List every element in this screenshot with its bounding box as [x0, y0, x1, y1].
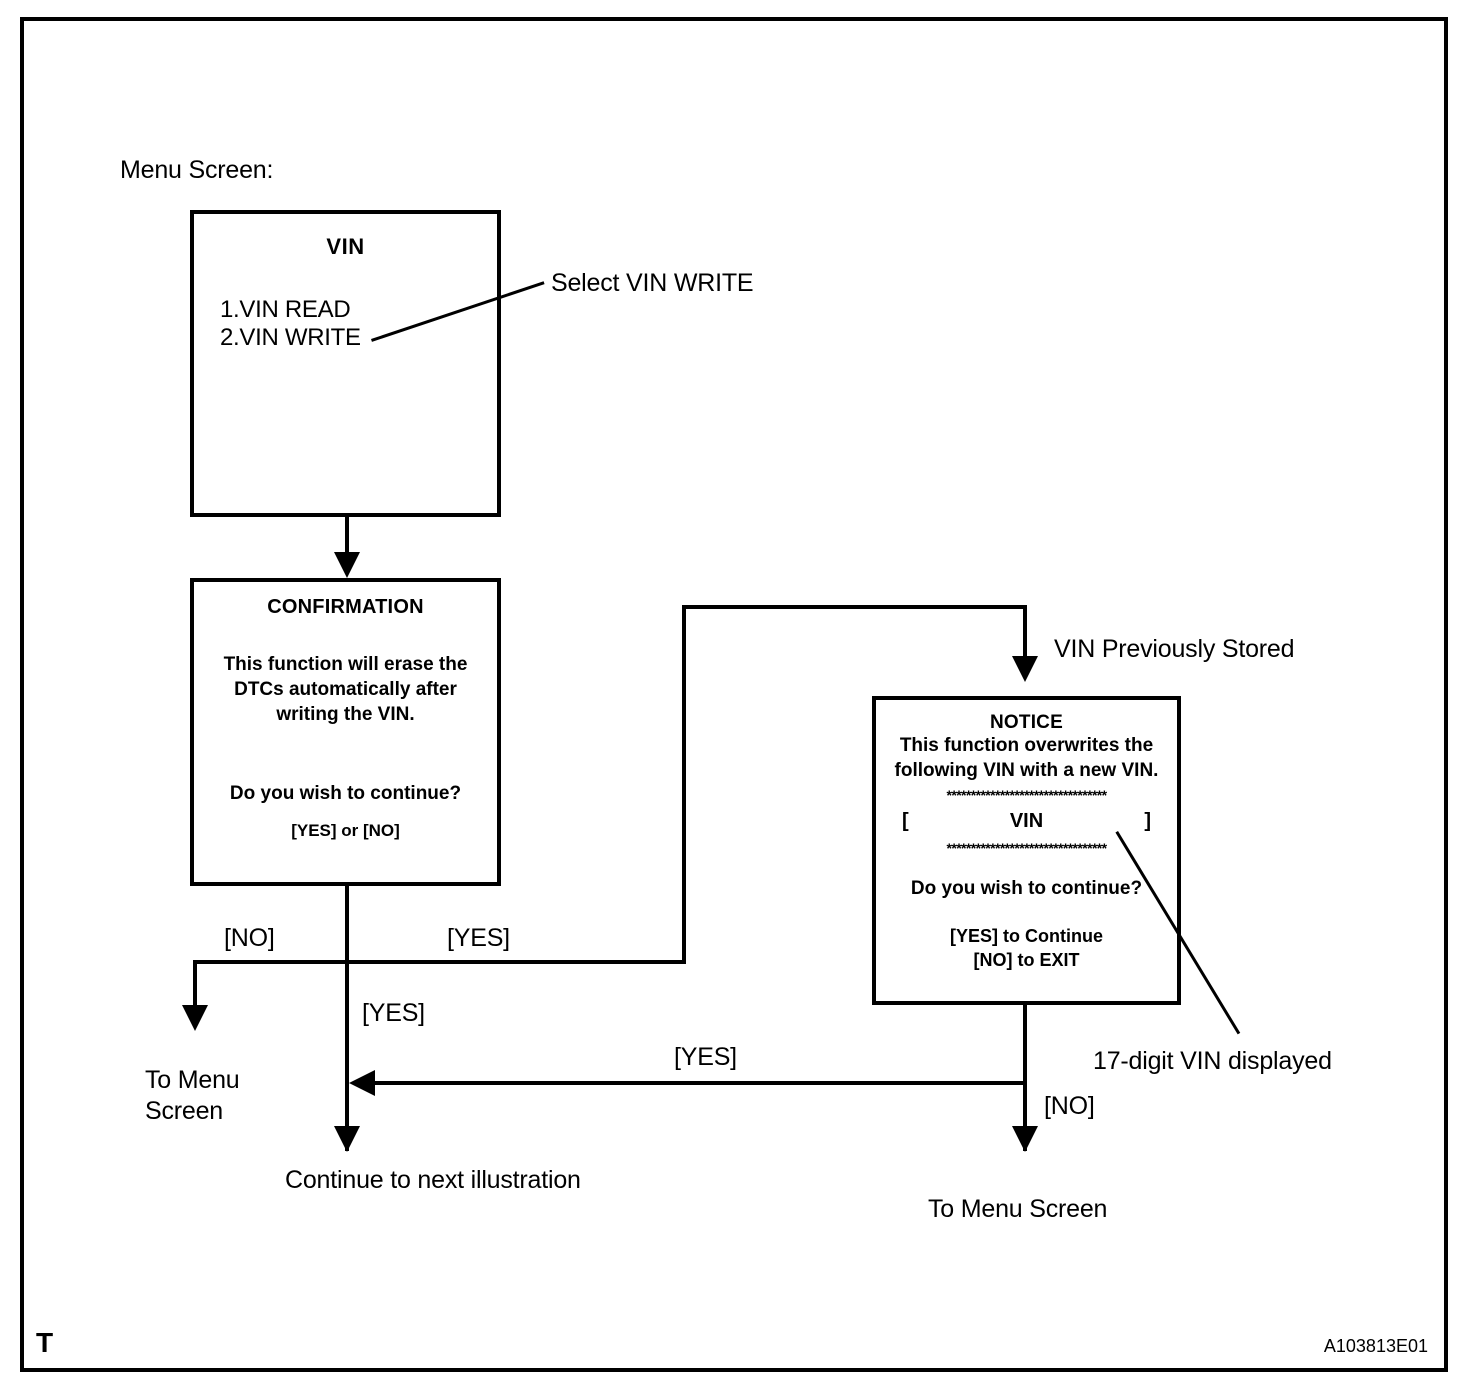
callout-17-digit-vin: 17-digit VIN displayed: [1093, 1047, 1332, 1075]
flow-label-notice-yes: [YES]: [674, 1043, 737, 1071]
confirmation-body-line-2: DTCs automatically after: [234, 679, 457, 701]
terminal-to-menu-screen-right: To Menu Screen: [928, 1195, 1108, 1223]
confirmation-body: This function will erase the DTCs automa…: [194, 652, 497, 727]
flow-label-confirm-no: [NO]: [224, 924, 275, 952]
notice-question: Do you wish to continue?: [910, 878, 1143, 900]
notice-body-line-1: This function overwrites the: [899, 735, 1154, 756]
notice-choice-no: [NO] to EXIT: [973, 950, 1080, 971]
connector-notice-spine: [1023, 1005, 1027, 1151]
terminal-continue-next-illustration: Continue to next illustration: [285, 1166, 581, 1194]
confirmation-choices: [YES] or [NO]: [291, 821, 400, 841]
callout-vin-previously-stored: VIN Previously Stored: [1054, 635, 1295, 663]
menu-item-vin-read[interactable]: 1.VIN READ: [220, 296, 497, 324]
flow-label-notice-no: [NO]: [1044, 1092, 1095, 1120]
vin-menu-list: 1.VIN READ 2.VIN WRITE: [194, 296, 497, 353]
corner-mark: T: [36, 1327, 54, 1358]
menu-item-vin-write[interactable]: 2.VIN WRITE: [220, 324, 497, 352]
flow-label-confirm-yes-right: [YES]: [447, 924, 510, 952]
notice-separator-bottom: *********************************: [946, 840, 1108, 857]
terminal-to-menu-screen-left-line1: To Menu: [145, 1066, 240, 1094]
connector-notice-yes-run: [371, 1081, 1025, 1085]
connector-yes-into-notice: [1023, 605, 1027, 667]
connector-vin-to-confirmation: [345, 517, 349, 562]
menu-item-vin-write-label: 2.VIN WRITE: [220, 324, 361, 352]
confirmation-body-line-3: writing the VIN.: [276, 704, 415, 726]
screen-notice: NOTICE This function overwrites the foll…: [872, 696, 1181, 1005]
notice-title: NOTICE: [990, 712, 1063, 733]
connector-no-to-menu-screen: [193, 960, 197, 1023]
notice-bracket-right: ]: [1144, 810, 1151, 833]
connector-yes-riser: [682, 605, 686, 962]
arrowhead-notice-no-to-menu: [1012, 1126, 1038, 1152]
arrowhead-no-to-menu-screen: [182, 1005, 208, 1031]
screen-vin-menu: VIN 1.VIN READ 2.VIN WRITE: [190, 210, 501, 517]
arrowhead-yes-into-notice: [1012, 656, 1038, 682]
flow-label-confirm-yes-down: [YES]: [362, 999, 425, 1027]
screen-confirmation: CONFIRMATION This function will erase th…: [190, 578, 501, 886]
connector-confirmation-spine: [345, 886, 349, 1151]
page-title: Menu Screen:: [120, 156, 274, 184]
callout-select-vin-write: Select VIN WRITE: [551, 269, 754, 297]
confirmation-title: CONFIRMATION: [267, 596, 424, 618]
menu-item-vin-read-label: 1.VIN READ: [220, 296, 351, 323]
figure-id: A103813E01: [1323, 1336, 1428, 1356]
notice-body-line-2: following VIN with a new VIN.: [894, 759, 1159, 781]
notice-vin-value: VIN: [1009, 810, 1044, 833]
notice-choice-yes: [YES] to Continue: [950, 926, 1103, 947]
connector-yes-top-run: [682, 605, 1027, 609]
notice-separator-top: *********************************: [946, 787, 1108, 804]
arrowhead-vin-to-confirmation: [334, 552, 360, 578]
connector-confirmation-branch-bar: [193, 960, 686, 964]
vin-menu-title: VIN: [326, 234, 365, 259]
notice-vin-row: [ VIN ]: [876, 810, 1177, 836]
arrowhead-continue-next-illustration: [334, 1126, 360, 1152]
notice-bracket-left: [: [902, 810, 909, 833]
confirmation-body-line-1: This function will erase the: [223, 654, 468, 675]
confirmation-question: Do you wish to continue?: [229, 783, 462, 805]
arrowhead-notice-yes-join: [349, 1070, 375, 1096]
terminal-to-menu-screen-left-line2: Screen: [145, 1097, 224, 1126]
